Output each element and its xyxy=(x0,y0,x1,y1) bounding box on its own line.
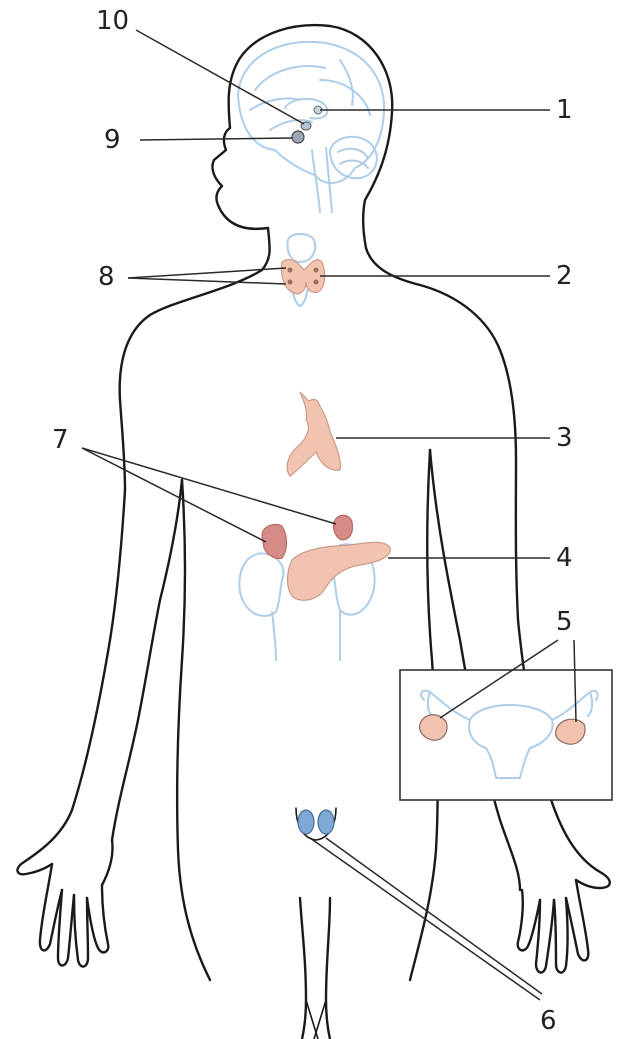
leader-6a xyxy=(310,838,540,1000)
leader-9 xyxy=(140,138,292,140)
leader-10 xyxy=(136,30,304,124)
label-7: 7 xyxy=(52,427,69,453)
pituitary-gland xyxy=(292,131,304,143)
leader-8b xyxy=(128,278,286,284)
label-3: 3 xyxy=(556,425,573,451)
ovaries-inset xyxy=(400,670,612,800)
label-10: 10 xyxy=(96,8,129,34)
label-8: 8 xyxy=(98,264,115,290)
thyroid-gland xyxy=(282,260,325,294)
label-4: 4 xyxy=(556,545,573,571)
label-6: 6 xyxy=(540,1008,557,1034)
label-9: 9 xyxy=(104,127,121,153)
thymus-gland xyxy=(287,392,340,476)
label-5: 5 xyxy=(556,609,573,635)
testes xyxy=(296,808,336,840)
leader-8a xyxy=(128,268,286,278)
label-1: 1 xyxy=(556,97,573,123)
label-2: 2 xyxy=(556,263,573,289)
body-silhouette xyxy=(17,25,609,1039)
adrenal-gland-right xyxy=(333,515,352,540)
